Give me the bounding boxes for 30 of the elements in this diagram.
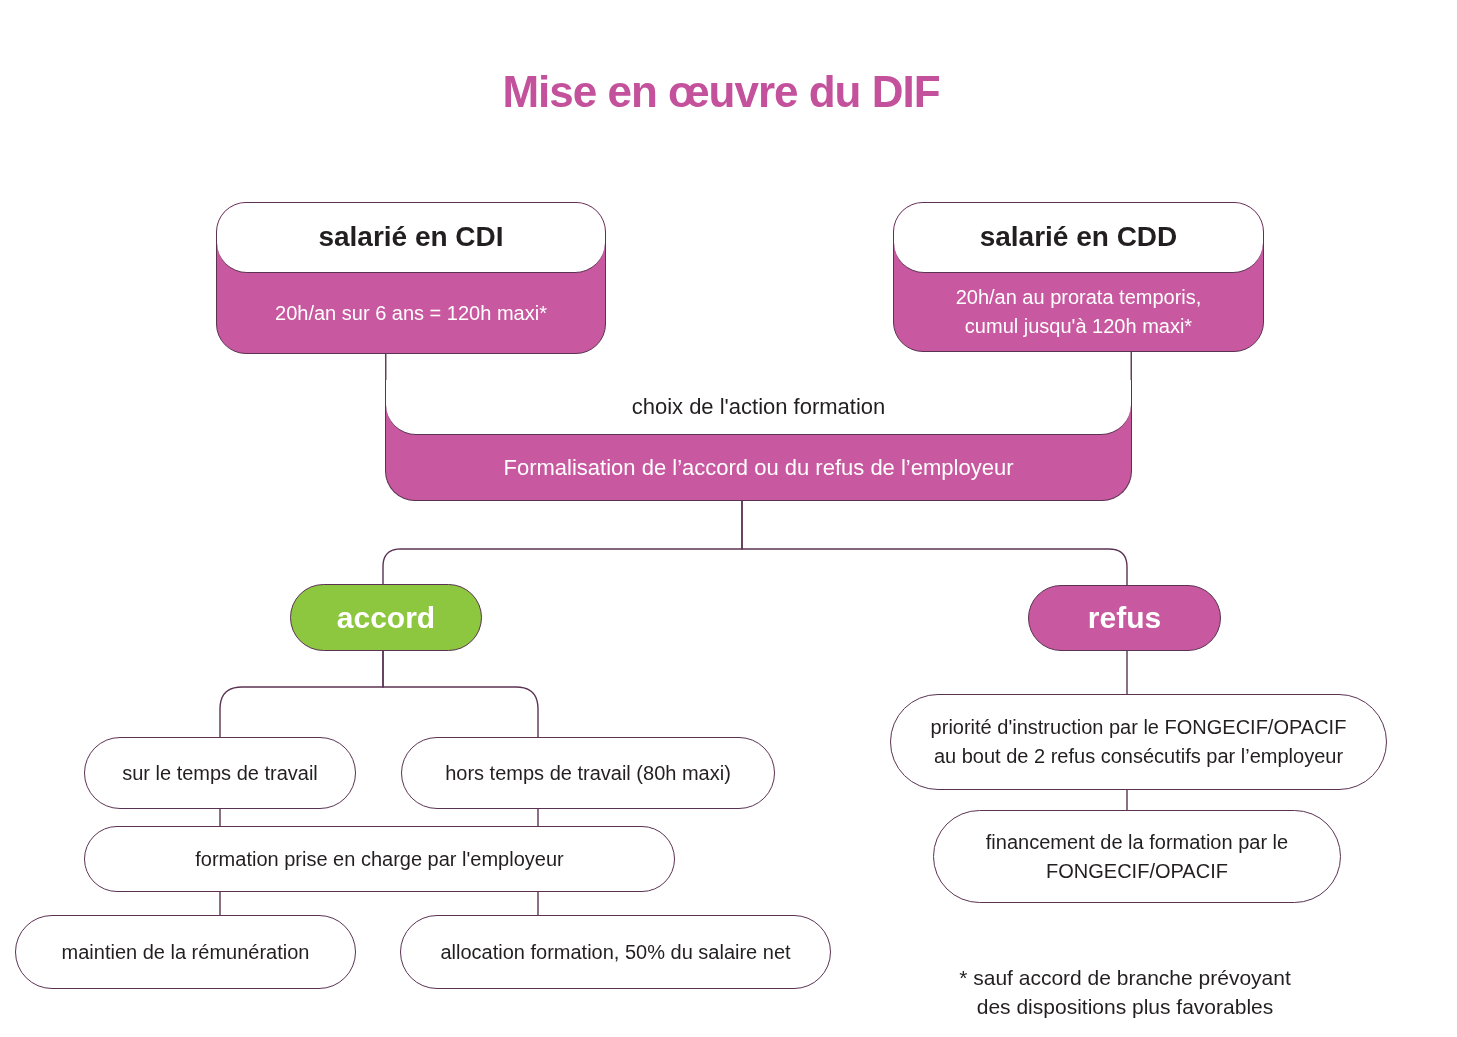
node-text: 20h/an sur 6 ans = 120h maxi*: [275, 300, 547, 326]
node-text: priorité d'instruction par le FONGECIF/OPACIF au bout de 2 refus consécutifs par l’employeur: [929, 715, 1348, 769]
node-text: refus: [1087, 600, 1162, 637]
node-text: financement de la formation par le FONGECIF/OPACIF: [984, 829, 1290, 884]
title: Mise en œuvre du DIF: [502, 68, 940, 117]
node-text: 20h/an au prorata temporis, cumul jusqu'à 120h maxi*: [954, 285, 1203, 339]
connector-line: [537, 891, 539, 916]
node-text: Formalisation de l’accord ou du refus de l’employeur: [503, 453, 1014, 482]
footnote: * sauf accord de branche prévoyant des dispositions plus favorables: [958, 965, 1292, 1021]
connector-line: [741, 500, 1128, 586]
node-text: formation prise en charge par l'employeur: [195, 846, 564, 872]
node-text: accord: [336, 599, 436, 636]
node-text: sur le temps de travail: [122, 760, 318, 786]
connector-line: [1126, 789, 1128, 811]
node-heading: choix de l'action formation: [631, 393, 886, 422]
connector-line: [219, 808, 221, 827]
rounded-box: [385, 380, 1132, 501]
connector-line: [219, 891, 221, 916]
connector-line: [382, 650, 539, 738]
node-text: maintien de la rémunération: [61, 939, 310, 965]
rounded-box: [893, 202, 1264, 352]
connector-line: [1130, 351, 1132, 381]
node-text: allocation formation, 50% du salaire net: [440, 939, 791, 965]
node-heading: salarié en CDD: [979, 220, 1178, 255]
connector-line: [1126, 650, 1128, 695]
node-text: hors temps de travail (80h maxi): [445, 760, 731, 786]
rounded-box: [216, 202, 606, 354]
connector-line: [537, 808, 539, 827]
connector-line: [385, 353, 387, 381]
node-heading: salarié en CDI: [318, 220, 504, 255]
